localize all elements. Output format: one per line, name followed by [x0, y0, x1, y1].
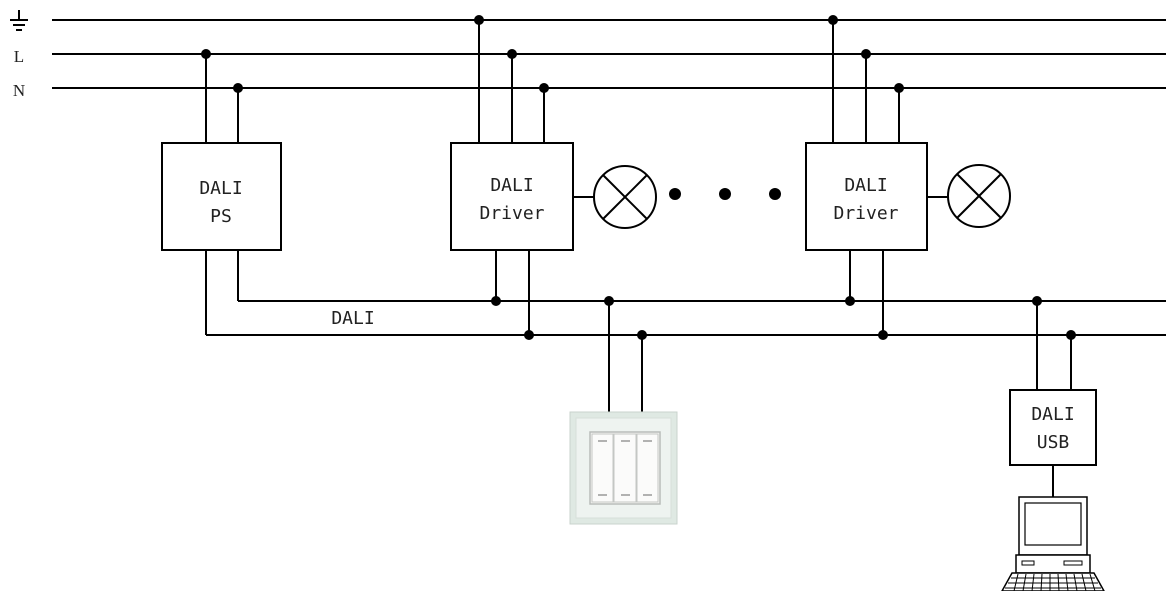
ellipsis-dots	[669, 188, 781, 200]
dali-bus-label: DALI	[331, 308, 374, 329]
driver-2-label-line2: Driver	[833, 203, 898, 224]
dali-usb-interface: DALI USB	[1009, 296, 1097, 497]
earth-symbol	[10, 10, 28, 31]
lamp-icon	[573, 165, 657, 229]
usb-label-line1: DALI	[1031, 404, 1074, 425]
dali-power-supply: DALI PS	[161, 49, 282, 335]
ps-label-line1: DALI	[199, 178, 242, 199]
wall-switch-icon	[569, 296, 678, 525]
usb-label-line2: USB	[1037, 432, 1070, 453]
dali-driver-2: DALI Driver	[805, 15, 928, 340]
driver-2-label-line1: DALI	[844, 175, 887, 196]
dali-driver-1: DALI Driver	[450, 15, 574, 340]
computer-icon	[1001, 496, 1105, 591]
ps-label-line2: PS	[210, 206, 232, 227]
driver-1-label-line2: Driver	[479, 203, 544, 224]
rail-label-neutral: N	[13, 81, 25, 100]
driver-1-label-line1: DALI	[490, 175, 533, 196]
rail-label-live: L	[14, 47, 24, 66]
lamp-icon	[927, 164, 1011, 228]
